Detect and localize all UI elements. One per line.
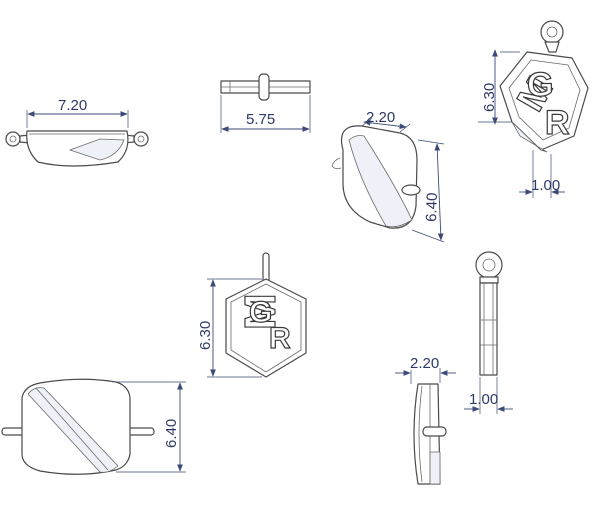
dim-height-6-40-front: 6.40 [163,419,180,448]
dim-depth-2-20-iso: 2.20 [366,109,395,126]
view-side-rounded: 2.20 1.00 [395,355,513,485]
view-top-right: M G R 6.30 1.00 [478,20,589,198]
ring-left [5,131,21,147]
dim-width-7-20: 7.20 [58,97,87,114]
letter-r-front: R [269,322,291,355]
hex-body-front [225,278,307,378]
view-side-right [475,251,503,376]
dim-depth-2-20-side: 2.20 [410,355,439,372]
view-middle-iso: 2.20 6.40 [331,109,445,243]
side-loop-iso [401,184,421,196]
dim-height-6-30-front: 6.30 [197,321,214,350]
view-top-middle: 5.75 [220,73,311,133]
loop-right [127,427,155,436]
view-front-hex: M G R 6.30 [197,252,307,378]
side-rounded-loop [422,426,447,437]
side-ring [475,251,503,279]
side-body [479,282,498,376]
dim-depth-1-00-iso: 1.00 [531,177,560,194]
dim-height-6-40-iso: 6.40 [423,192,441,222]
letter-m-front: M [236,293,285,330]
letter-g-iso: G [527,66,553,104]
letter-g-front: G [249,296,272,329]
letter-r-iso: R [545,104,570,142]
bail-ring-iso [540,20,564,44]
bail-edge [258,73,270,101]
dim-width-5-75: 5.75 [246,111,275,128]
dim-height-6-30: 6.30 [481,83,498,112]
dim-thickness-1-00: 1.00 [469,391,498,408]
view-top-left: 7.20 [5,97,149,167]
ring-right [133,131,149,147]
view-bottom-left: 6.40 [1,378,186,475]
hex-body-iso [499,51,589,151]
